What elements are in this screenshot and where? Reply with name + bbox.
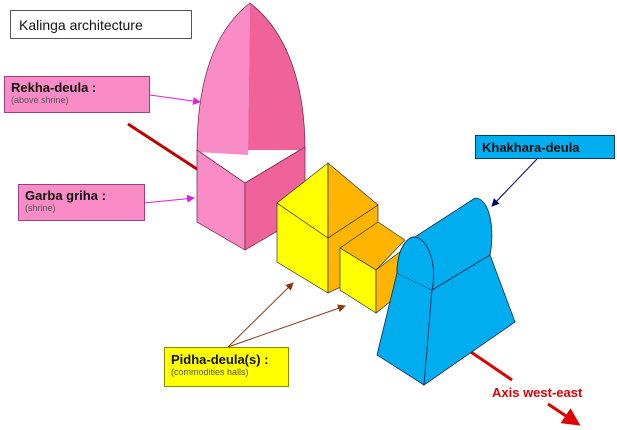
title: Kalinga architecture xyxy=(19,17,143,33)
axis-line-west xyxy=(127,122,201,173)
rekha-title: Rekha-deula : xyxy=(11,80,97,95)
rekha-leader xyxy=(149,94,201,105)
pidha-leader-1 xyxy=(227,282,294,348)
garba-label: Garba griha : (shrine) xyxy=(18,184,145,221)
garba-leader xyxy=(143,194,195,204)
garba-title: Garba griha : xyxy=(25,188,106,203)
garba-sub: (shrine) xyxy=(25,203,56,213)
axis-line-east xyxy=(467,348,513,382)
pidha-leader-2 xyxy=(227,304,346,348)
khakhara-deula-shape xyxy=(376,197,516,386)
title-box: Kalinga architecture xyxy=(10,10,192,39)
pidha-title: Pidha-deula(s) : xyxy=(171,352,269,367)
axis-label: Axis west-east xyxy=(492,385,583,400)
pidha-sub: (commodities halls) xyxy=(171,367,249,377)
khakhara-leader xyxy=(491,158,538,207)
khakhara-label: Khakhara-deula xyxy=(475,135,615,159)
rekha-sub: (above shrine) xyxy=(11,95,69,105)
rekha-label: Rekha-deula : (above shrine) xyxy=(4,76,150,113)
rekha-deula-shape xyxy=(196,2,306,184)
khakhara-title: Khakhara-deula xyxy=(482,140,580,155)
axis-arrow xyxy=(547,402,581,426)
pidha-label: Pidha-deula(s) : (commodities halls) xyxy=(164,347,289,387)
